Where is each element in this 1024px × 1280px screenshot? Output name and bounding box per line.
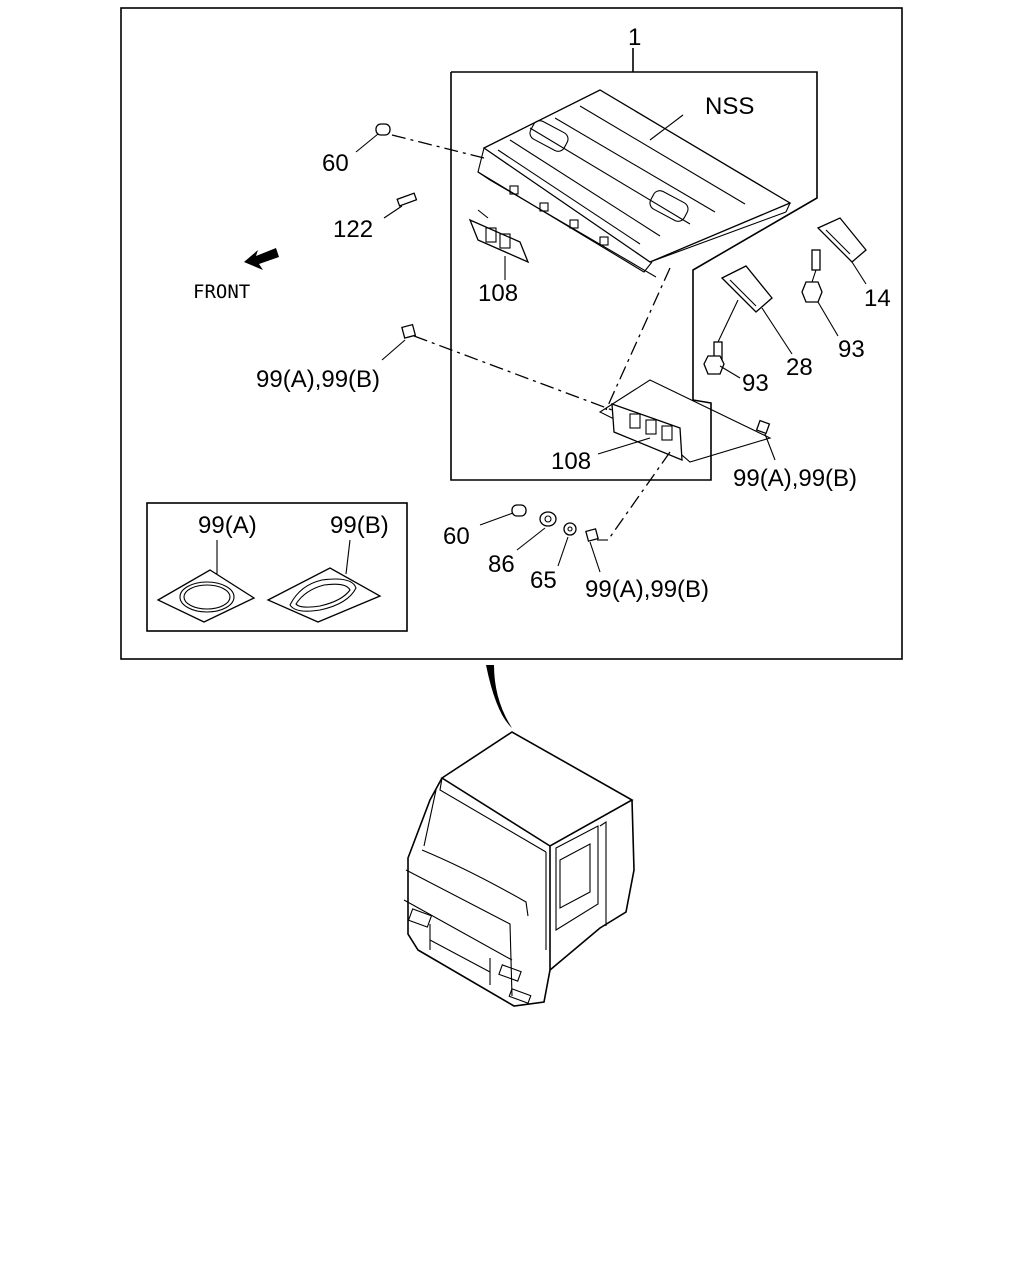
label-leader-60-top	[355, 133, 379, 153]
front-arrow-icon	[244, 248, 279, 270]
nss-leader	[649, 114, 684, 141]
label-60-top: 60	[322, 150, 349, 177]
label-leader-93-right	[817, 301, 839, 337]
legend-label-a: 99(A)	[198, 512, 257, 539]
label-99-left: 99(A),99(B)	[256, 366, 380, 393]
legend-gasket-a	[156, 569, 256, 623]
assembly-outline	[450, 71, 818, 481]
part-28-bracket	[720, 265, 773, 313]
part-60-plug	[375, 123, 391, 136]
leader-roof-to-108	[605, 267, 671, 411]
leader-108-to-99-bottom	[607, 451, 671, 541]
label-leader-99-right	[764, 433, 776, 461]
part-93-bolt-right	[801, 249, 823, 303]
legend-box	[146, 502, 408, 632]
label-108-mid: 108	[551, 448, 591, 475]
part-93-bolt-left	[703, 341, 725, 375]
label-leader-93-left	[719, 365, 741, 379]
part-86-washer	[539, 511, 557, 527]
part-60-plug-bottom	[511, 504, 527, 517]
label-65: 65	[530, 567, 557, 594]
label-60-bottom: 60	[443, 523, 470, 550]
leader-99-left	[413, 335, 613, 411]
nss-label: NSS	[705, 93, 754, 120]
label-leader-86	[516, 527, 546, 551]
part-65-washer	[563, 522, 577, 536]
label-122: 122	[333, 216, 373, 243]
view-pointer-icon	[486, 665, 512, 728]
truck-cab-illustration	[403, 731, 635, 1007]
label-leader-99-left	[381, 339, 406, 361]
front-label: FRONT	[193, 281, 250, 303]
part-99-nut-bottom	[585, 528, 599, 542]
label-leader-65	[557, 536, 569, 567]
part-99-nut-right	[755, 419, 771, 435]
label-leader-99-bottom	[589, 541, 601, 573]
label-93-left: 93	[742, 370, 769, 397]
label-leader-108-mid	[597, 437, 651, 455]
label-leader-14	[851, 261, 867, 285]
part-99-nut-left	[401, 323, 417, 339]
legend-label-b: 99(B)	[330, 512, 389, 539]
part-108-bracket-top	[468, 209, 530, 264]
part-14-bracket	[816, 217, 867, 263]
leader-28-to-93	[717, 299, 739, 343]
label-108-top: 108	[478, 280, 518, 307]
part-122-pin	[396, 192, 418, 207]
legend-gasket-b	[266, 567, 382, 623]
label-leader-28	[761, 307, 793, 355]
label-86: 86	[488, 551, 515, 578]
leader-60-top	[391, 134, 485, 159]
roof-panel	[477, 89, 792, 278]
label-93-right: 93	[838, 336, 865, 363]
label-99-bottom: 99(A),99(B)	[585, 576, 709, 603]
label-99-right: 99(A),99(B)	[733, 465, 857, 492]
assembly-number: 1	[628, 24, 641, 51]
label-28: 28	[786, 354, 813, 381]
label-14: 14	[864, 285, 891, 312]
legend-leader-b	[345, 539, 351, 575]
diagram-frame	[120, 7, 903, 660]
label-leader-60-bottom	[479, 512, 514, 526]
part-108-bracket-mid	[598, 379, 772, 463]
label-leader-122	[383, 205, 403, 219]
